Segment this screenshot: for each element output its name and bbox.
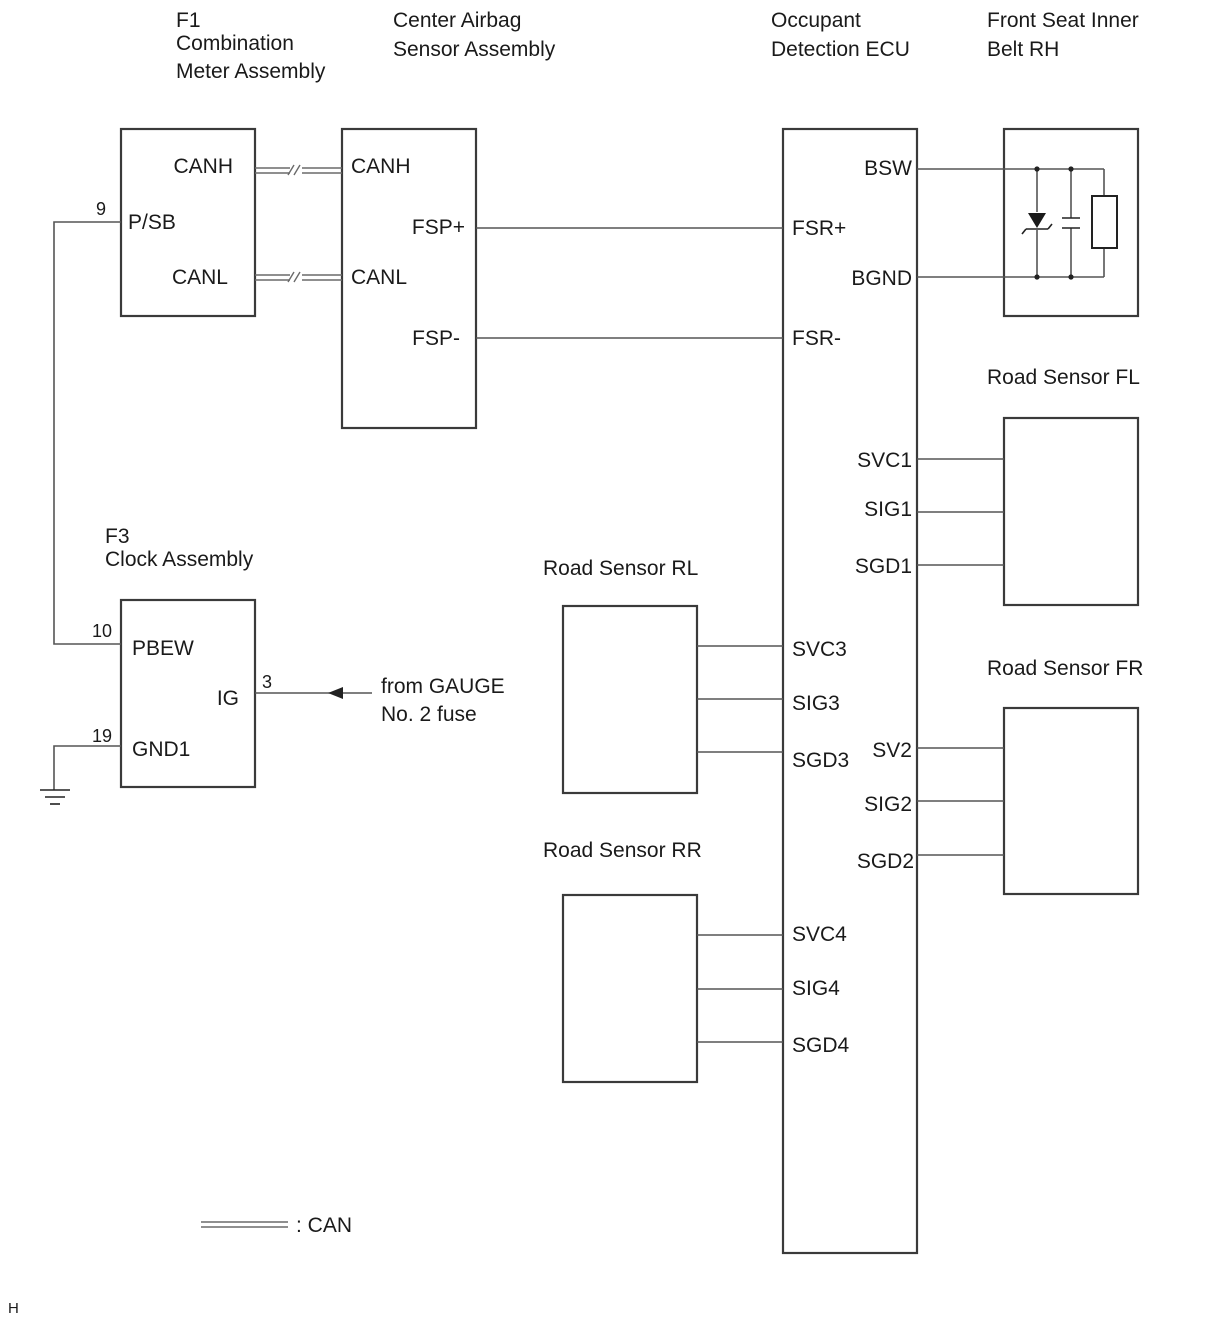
ecu-title-line2: Detection ECU: [771, 38, 910, 61]
airbag-pin-canl: CANL: [351, 266, 407, 289]
f3-pin-ig: IG: [217, 687, 239, 710]
airbag-box: [340, 127, 478, 430]
airbag-title-line1: Center Airbag: [393, 9, 521, 32]
f1-box: [119, 127, 257, 318]
ecu-pin-fsr-plus: FSR+: [792, 217, 846, 240]
legend: : CAN: [201, 1214, 352, 1237]
wire-psb-pbew: [53, 221, 121, 645]
road-rl-title: Road Sensor RL: [543, 557, 698, 580]
f1-pin-psb: P/SB: [128, 211, 176, 234]
f1-title-line2: Combination: [176, 32, 294, 55]
airbag-title-line2: Sensor Assembly: [393, 38, 556, 61]
ecu-pin-bsw: BSW: [864, 157, 912, 180]
airbag-pin-canh: CANH: [351, 155, 411, 178]
f3-pin-pbew: PBEW: [132, 637, 194, 660]
ecu-pin-sig1: SIG1: [864, 498, 912, 521]
f3-pin-number-pbew: 10: [92, 621, 112, 641]
ecu-pin-sgd4: SGD4: [792, 1034, 850, 1057]
can-line-canl: [255, 271, 342, 283]
f3-pin-number-ig: 3: [262, 672, 272, 692]
ecu-pin-sig3: SIG3: [792, 692, 840, 715]
road-rr-title: Road Sensor RR: [543, 839, 702, 862]
resistor-icon: [1091, 195, 1118, 249]
can-line-canh: [255, 164, 342, 176]
f3-title-line2: Clock Assembly: [105, 548, 254, 571]
ecu-box: [781, 127, 919, 1255]
airbag-pin-fsp-minus: FSP-: [412, 327, 460, 350]
road-fl-title: Road Sensor FL: [987, 366, 1140, 389]
legend-can-label: : CAN: [296, 1214, 352, 1237]
airbag-pin-fsp-plus: FSP+: [412, 216, 465, 239]
ecu-pin-sgd1: SGD1: [855, 555, 912, 578]
road-rl-box: [561, 604, 699, 795]
ecu-title-line1: Occupant: [771, 9, 861, 32]
belt-title-line1: Front Seat Inner: [987, 9, 1139, 32]
f3-box: [119, 598, 257, 789]
belt-title-line2: Belt RH: [987, 38, 1059, 61]
f1-title-line3: Meter Assembly: [176, 60, 326, 83]
ecu-pin-sig2: SIG2: [864, 793, 912, 816]
ecu-pin-svc3: SVC3: [792, 638, 847, 661]
fuse-note-line1: from GAUGE: [381, 675, 505, 698]
fuse-note-line2: No. 2 fuse: [381, 703, 477, 726]
f1-title-line1: F1: [176, 9, 201, 32]
input-arrow-icon: [328, 687, 343, 699]
belt-internal-circuit: [1004, 166, 1118, 280]
ig-input-wire: [255, 687, 372, 699]
ecu-pin-sgd3: SGD3: [792, 749, 849, 772]
ecu-pin-sig4: SIG4: [792, 977, 840, 1000]
f3-title-line1: F3: [105, 525, 130, 548]
ecu-pin-bgnd: BGND: [851, 267, 912, 290]
ecu-pin-svc4: SVC4: [792, 923, 847, 946]
ecu-pin-sgd2: SGD2: [857, 850, 914, 873]
ecu-pin-sv2: SV2: [872, 739, 912, 762]
road-fr-title: Road Sensor FR: [987, 657, 1143, 680]
ecu-pin-fsr-minus: FSR-: [792, 327, 841, 350]
f1-pin-number-psb: 9: [96, 199, 106, 219]
f3-pin-number-gnd1: 19: [92, 726, 112, 746]
ecu-pin-svc1: SVC1: [857, 449, 912, 472]
road-fl-box: [1002, 416, 1140, 607]
f1-pin-canl: CANL: [172, 266, 228, 289]
corner-mark: H: [8, 1300, 19, 1317]
ground-symbol: [40, 745, 121, 805]
f3-pin-gnd1: GND1: [132, 738, 190, 761]
zener-diode-icon: [1028, 213, 1046, 228]
road-fr-box: [1002, 706, 1140, 896]
road-rr-box: [561, 893, 699, 1084]
f1-pin-canh: CANH: [173, 155, 233, 178]
